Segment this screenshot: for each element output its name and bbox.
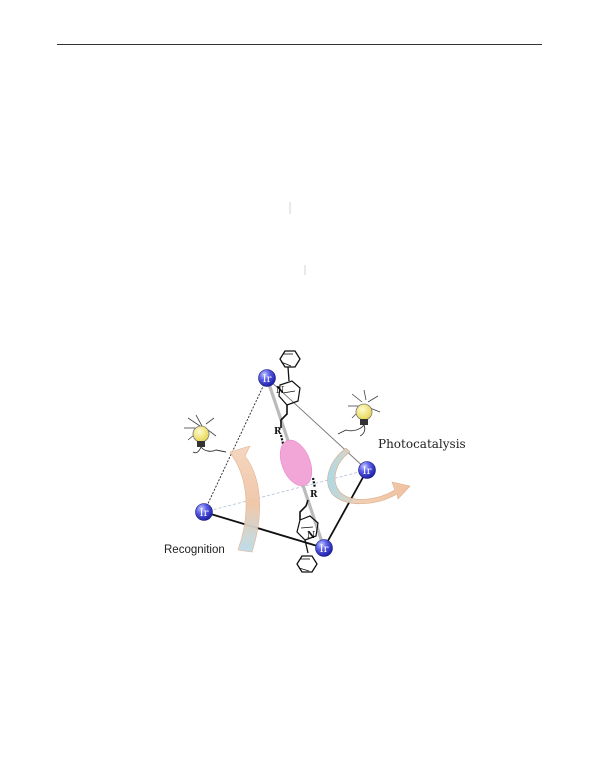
r-label-lower: R <box>310 490 318 500</box>
scan-mark <box>304 265 306 275</box>
ir-label: Ir <box>200 508 209 519</box>
photocatalysis-arrow-icon <box>327 447 411 505</box>
ir-label: Ir <box>320 544 329 555</box>
ir-label: Ir <box>263 374 272 385</box>
ir-center-right: Ir <box>358 461 376 479</box>
ir-center-bottom: Ir <box>315 539 333 557</box>
edge-bottom-right <box>323 469 368 549</box>
ir-label: Ir <box>363 466 372 477</box>
edge-top-right <box>266 377 368 471</box>
lower-ligand <box>296 477 319 573</box>
nitrogen-label-lower: N <box>307 531 315 541</box>
r-label-upper: R <box>274 427 282 437</box>
guest-ellipse <box>279 439 313 487</box>
header-rule <box>57 44 542 45</box>
recognition-label: Recognition <box>164 544 225 556</box>
edge-top-left <box>203 377 268 513</box>
photocatalysis-label: Photocatalysis <box>378 437 466 451</box>
ir-center-top: Ir <box>258 369 276 387</box>
scan-mark <box>289 202 291 214</box>
phenyl-ring-icon <box>296 555 318 573</box>
recognition-arrow-icon <box>229 445 260 553</box>
edge-bottom-left <box>203 511 325 549</box>
upper-ligand <box>278 350 301 449</box>
phenyl-ring-icon <box>279 350 301 368</box>
nitrogen-label-upper: N <box>276 386 284 396</box>
edge-back <box>203 469 368 513</box>
lightbulb-icon <box>184 414 227 454</box>
lightbulb-icon <box>337 389 381 437</box>
ir-center-left: Ir <box>195 503 213 521</box>
